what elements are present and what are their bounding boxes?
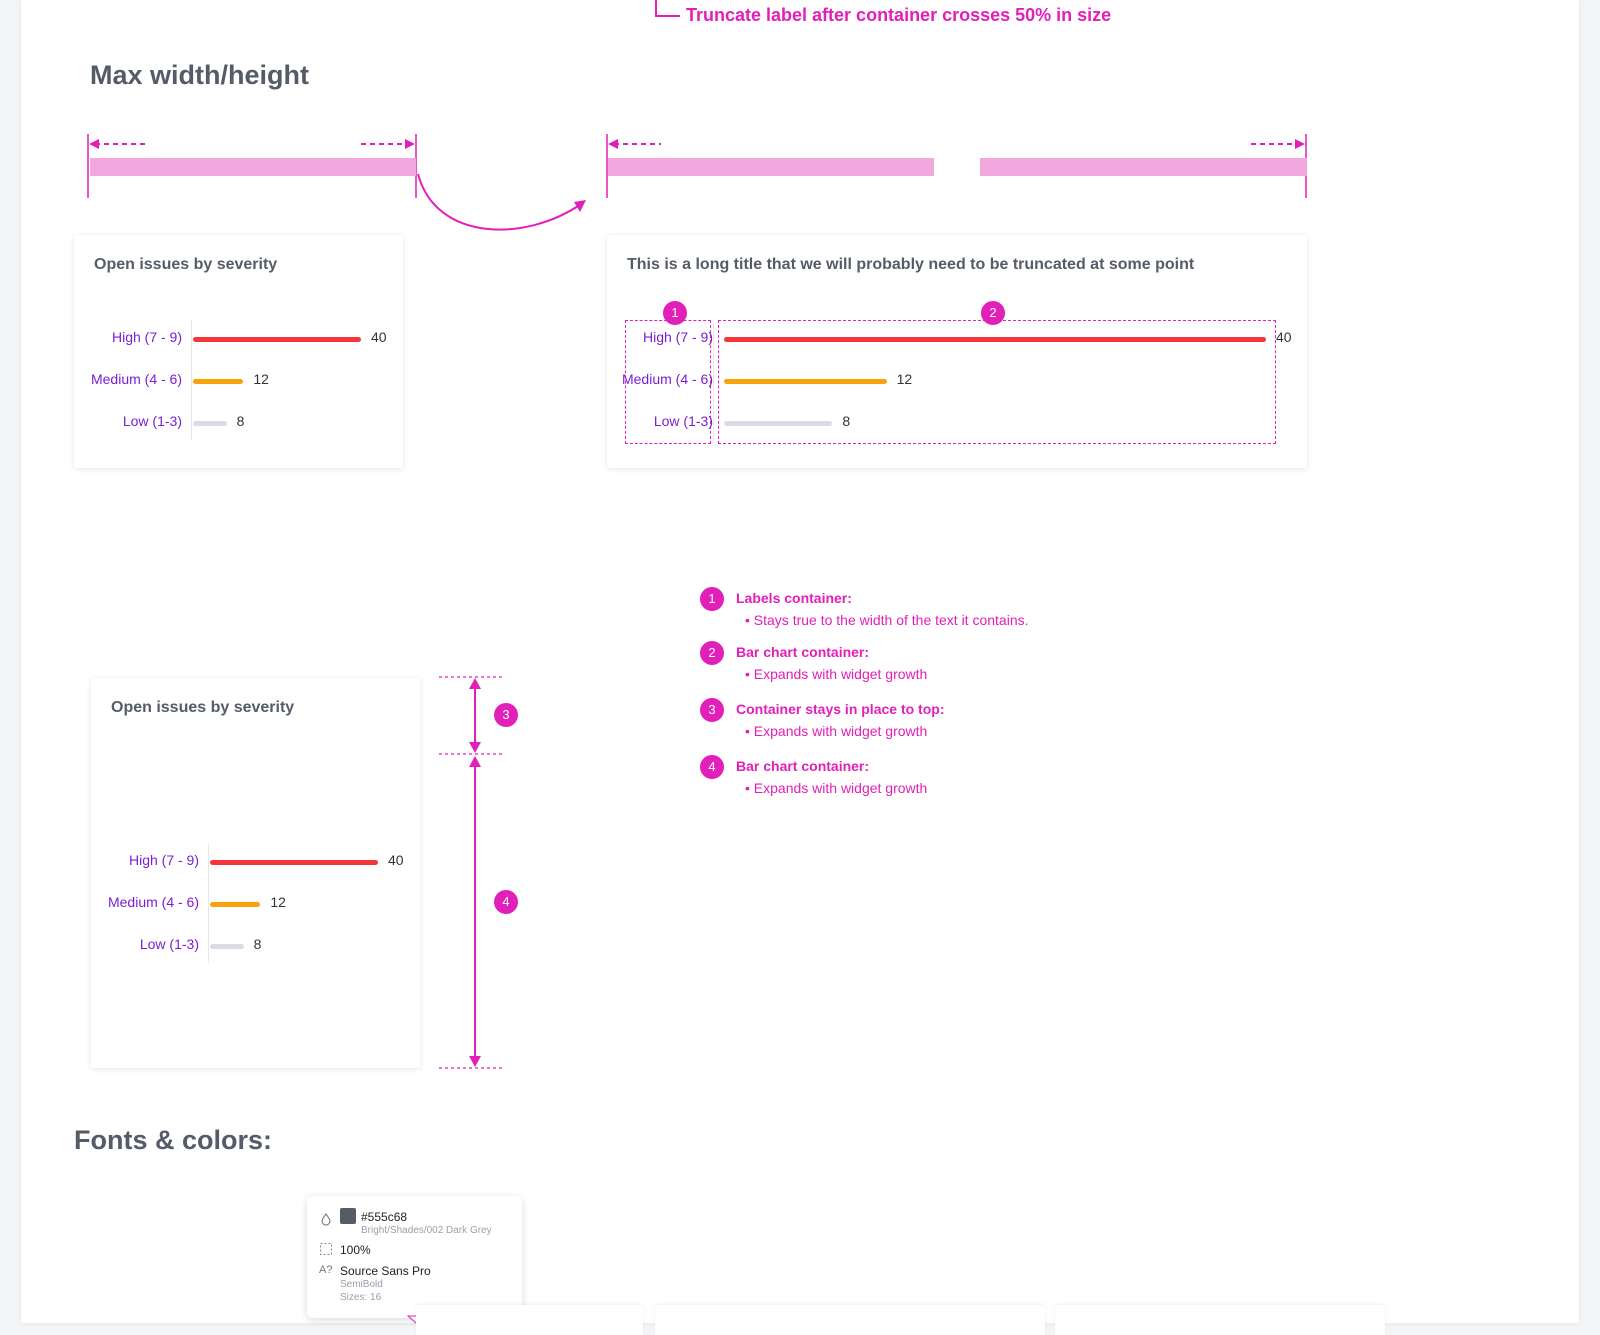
width-bar-small	[90, 158, 416, 176]
chart-axis	[208, 843, 209, 963]
bar-low	[724, 421, 833, 426]
bar-value-low: 8	[236, 413, 245, 429]
font-sizes: Sizes: 16	[340, 1292, 382, 1303]
note-bullet: • Stays true to the width of the text it…	[745, 612, 1029, 628]
card-title: This is a long title that we will probab…	[627, 256, 1195, 273]
card-title: Open issues by severity	[94, 256, 278, 273]
note-heading: Bar chart container:	[736, 644, 870, 660]
card-title: Open issues by severity	[111, 699, 295, 716]
badge-1: 1	[663, 301, 687, 325]
bar-label-high: High (7 - 9)	[642, 329, 713, 345]
bottom-card-1	[416, 1305, 643, 1335]
bar-label-low: Low (1-3)	[653, 413, 713, 429]
width-bar-left-half	[608, 158, 934, 176]
chart-card-tall: Open issues by severity High (7 - 9) Med…	[91, 678, 420, 1068]
bar-medium	[193, 379, 244, 384]
width-guide-right	[606, 134, 1307, 198]
bar-medium	[724, 379, 887, 384]
bar-value-medium: 12	[896, 371, 913, 387]
color-swatch	[340, 1208, 356, 1224]
color-name: Bright/Shades/002 Dark Grey	[361, 1225, 492, 1236]
font-weight: SemiBold	[340, 1279, 383, 1290]
bar-high	[210, 860, 378, 865]
chart-card-small: Open issues by severity High (7 - 9) Med…	[74, 235, 403, 468]
bottom-card-3	[1055, 1305, 1385, 1335]
droplet-icon	[321, 1213, 331, 1226]
style-inspector-panel: #555c68 Bright/Shades/002 Dark Grey 100%…	[307, 1196, 522, 1318]
bar-label-low: Low (1-3)	[122, 413, 182, 429]
opacity-grid-icon	[320, 1243, 332, 1255]
badge-4: 4	[494, 890, 518, 914]
bar-low	[193, 421, 227, 426]
badge-3: 3	[494, 703, 518, 727]
bar-high	[724, 337, 1266, 342]
note-badge-1: 1	[700, 587, 724, 611]
width-guide-left	[87, 134, 417, 198]
bar-value-high: 40	[388, 852, 404, 868]
note-heading: Labels container:	[736, 590, 852, 606]
note-heading: Bar chart container:	[736, 758, 870, 774]
bar-value-medium: 12	[270, 894, 286, 910]
font-family: Source Sans Pro	[340, 1264, 431, 1278]
note-heading: Container stays in place to top:	[736, 701, 945, 717]
chart-axis	[713, 323, 714, 441]
note-badge-3: 3	[700, 698, 724, 722]
grow-arrow	[417, 173, 586, 231]
note-bullet: • Expands with widget growth	[745, 780, 928, 796]
bottom-card-2	[655, 1305, 1045, 1335]
bar-label-low: Low (1-3)	[139, 936, 199, 952]
chart-card-wide: This is a long title that we will probab…	[607, 235, 1307, 468]
bar-value-high: 40	[371, 329, 387, 345]
bar-value-low: 8	[842, 413, 851, 429]
chart-axis	[191, 320, 192, 440]
width-bar-right-half	[980, 158, 1307, 176]
section-title-fonts: Fonts & colors:	[74, 1125, 273, 1155]
opacity-value: 100%	[340, 1243, 371, 1257]
bar-label-high: High (7 - 9)	[111, 329, 182, 345]
bar-value-medium: 12	[253, 371, 269, 387]
spec-page: Truncate label after container crosses 5…	[21, 0, 1579, 1335]
bar-label-medium: Medium (4 - 6)	[90, 371, 182, 387]
color-hex: #555c68	[361, 1210, 408, 1224]
height-guide	[439, 676, 505, 1069]
bar-label-medium: Medium (4 - 6)	[621, 371, 713, 387]
note-bullet: • Expands with widget growth	[745, 723, 928, 739]
top-annotation-connector	[655, 0, 680, 17]
bar-value-low: 8	[253, 936, 262, 952]
bar-label-high: High (7 - 9)	[128, 852, 199, 868]
bar-value-high: 40	[1276, 329, 1292, 345]
font-icon: A?	[319, 1264, 333, 1276]
bar-label-medium: Medium (4 - 6)	[107, 894, 199, 910]
section-title-max-size: Max width/height	[90, 60, 309, 90]
bar-high	[193, 337, 361, 342]
note-badge-2: 2	[700, 641, 724, 665]
note-bullet: • Expands with widget growth	[745, 666, 928, 682]
badge-2: 2	[981, 301, 1005, 325]
bar-medium	[210, 902, 261, 907]
bar-low	[210, 944, 244, 949]
top-annotation: Truncate label after container crosses 5…	[686, 5, 1112, 25]
note-badge-4: 4	[700, 755, 724, 779]
